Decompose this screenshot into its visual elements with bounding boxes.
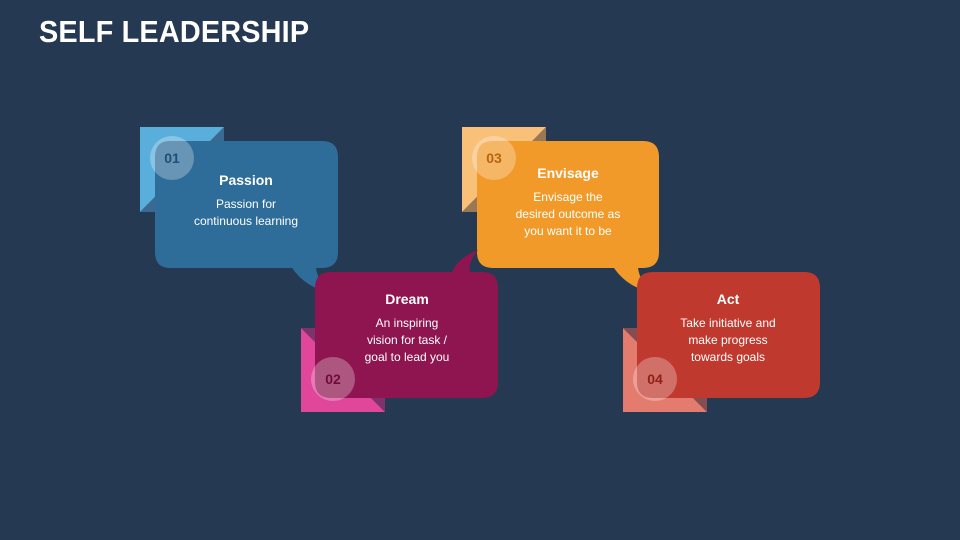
page-title: SELF LEADERSHIP	[39, 14, 310, 49]
step-1-title: Passion	[219, 172, 273, 188]
step-4-title: Act	[716, 291, 740, 307]
step-2-text: Dream An inspiring vision for task / goa…	[332, 291, 482, 366]
step-1-number: 01	[164, 150, 180, 166]
step-4-number-circle	[633, 357, 677, 401]
step-2-description: An inspiring vision for task / goal to l…	[364, 316, 450, 364]
step-2-title: Dream	[385, 291, 429, 307]
step-4-number: 04	[647, 371, 663, 387]
step-2-bubble	[315, 250, 498, 398]
step-1-number-circle	[150, 136, 194, 180]
step-3-card	[462, 127, 659, 292]
step-3-description: Envisage the desired outcome as you want…	[515, 190, 621, 238]
step-4-text: Act Take initiative and make progress to…	[652, 291, 804, 366]
step-4-description: Take initiative and make progress toward…	[680, 316, 776, 364]
step-3-text: Envisage Envisage the desired outcome as…	[492, 165, 644, 240]
step-1-card	[140, 127, 338, 292]
step-4-card	[623, 272, 820, 412]
step-3-number: 03	[486, 150, 502, 166]
step-3-bubble	[477, 141, 659, 292]
step-2-card	[301, 250, 498, 412]
step-4-bubble	[637, 272, 820, 398]
step-1-description: Passion for continuous learning	[193, 197, 299, 228]
step-2-number: 02	[325, 371, 341, 387]
step-3-title: Envisage	[537, 165, 599, 181]
step-3-number-circle	[472, 136, 516, 180]
step-2-number-circle	[311, 357, 355, 401]
step-1-bubble	[155, 141, 338, 292]
step-1-text: Passion Passion for continuous learning	[170, 172, 322, 230]
